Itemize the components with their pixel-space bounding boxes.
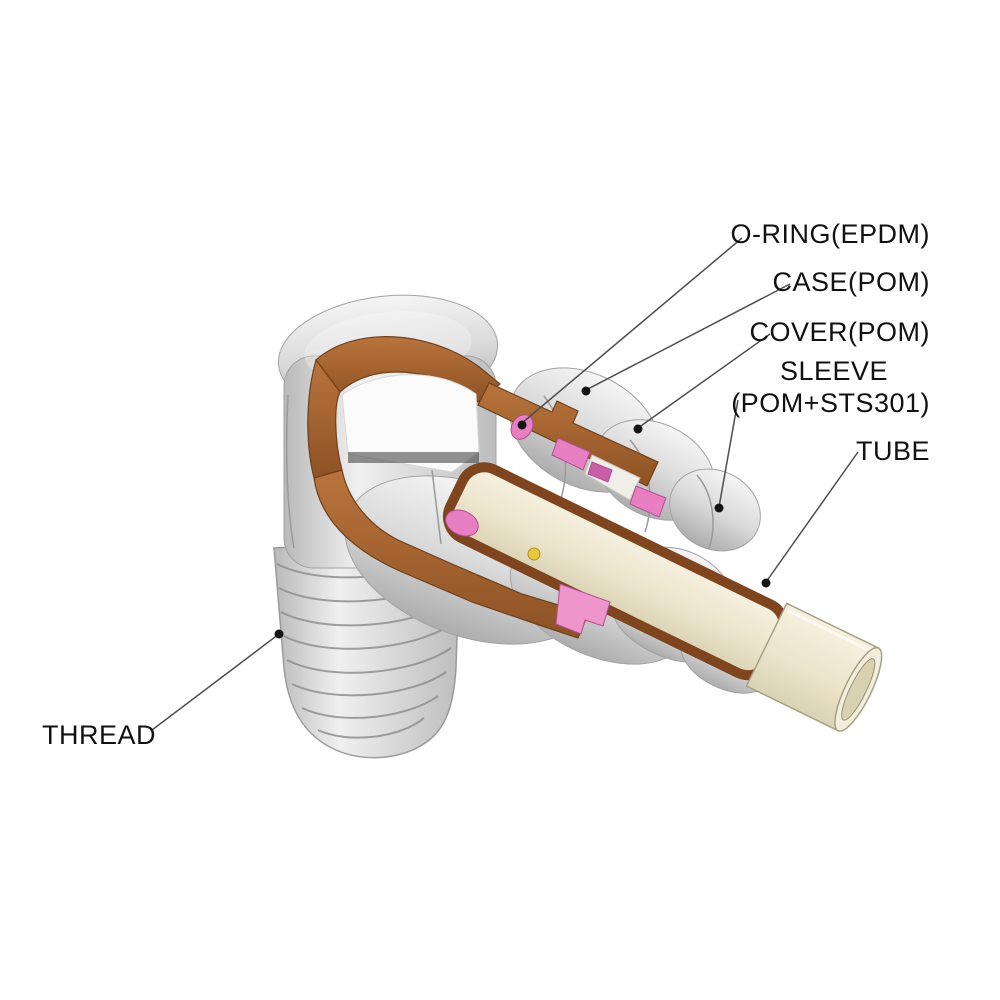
- dot-tube: [761, 578, 771, 588]
- collet-lower: [555, 583, 611, 635]
- dot-cover: [633, 424, 643, 434]
- label-case: CASE(POM): [772, 267, 930, 297]
- label-o-ring: O-RING(EPDM): [731, 219, 930, 249]
- tube-end-hole: [841, 658, 876, 721]
- labels: O-RING(EPDM) CASE(POM) COVER(POM) SLEEVE…: [42, 219, 930, 750]
- label-sleeve-line1: SLEEVE: [780, 356, 888, 386]
- section-top-band: [477, 382, 659, 487]
- elbow-interior: [341, 374, 480, 545]
- leader-sleeve: [718, 399, 739, 508]
- leader-cover: [637, 333, 771, 429]
- label-tube: TUBE: [856, 436, 930, 466]
- label-thread: THREAD: [42, 720, 156, 750]
- leader-tube: [765, 451, 859, 583]
- ring-edge-3: [696, 474, 714, 550]
- leader-case: [585, 283, 791, 391]
- brass-section: [307, 336, 659, 639]
- dot-thread: [274, 629, 284, 639]
- interior-face: [341, 374, 480, 473]
- body-left-edge: [285, 394, 295, 549]
- stop-ring-dot: [527, 547, 541, 561]
- interior-bore-slot: [348, 452, 479, 463]
- dot-sleeve: [714, 503, 724, 513]
- sleeve-seal: [629, 485, 667, 518]
- section-bottom-band: [313, 469, 589, 639]
- label-sleeve-line2: (POM+STS301): [731, 388, 930, 418]
- leader-oring: [521, 237, 743, 424]
- leader-thread: [151, 633, 280, 731]
- dot-oring: [517, 420, 527, 430]
- interior-step-edge: [431, 469, 442, 545]
- dot-case: [581, 386, 591, 396]
- label-cover: COVER(POM): [750, 317, 931, 347]
- lower-o-ring: [445, 509, 479, 537]
- leader-lines: [151, 237, 859, 731]
- tube-axis-group: [442, 462, 883, 732]
- seal-mid: [587, 461, 613, 483]
- collet-upper: [551, 437, 591, 471]
- tube-top-highlight: [787, 609, 873, 654]
